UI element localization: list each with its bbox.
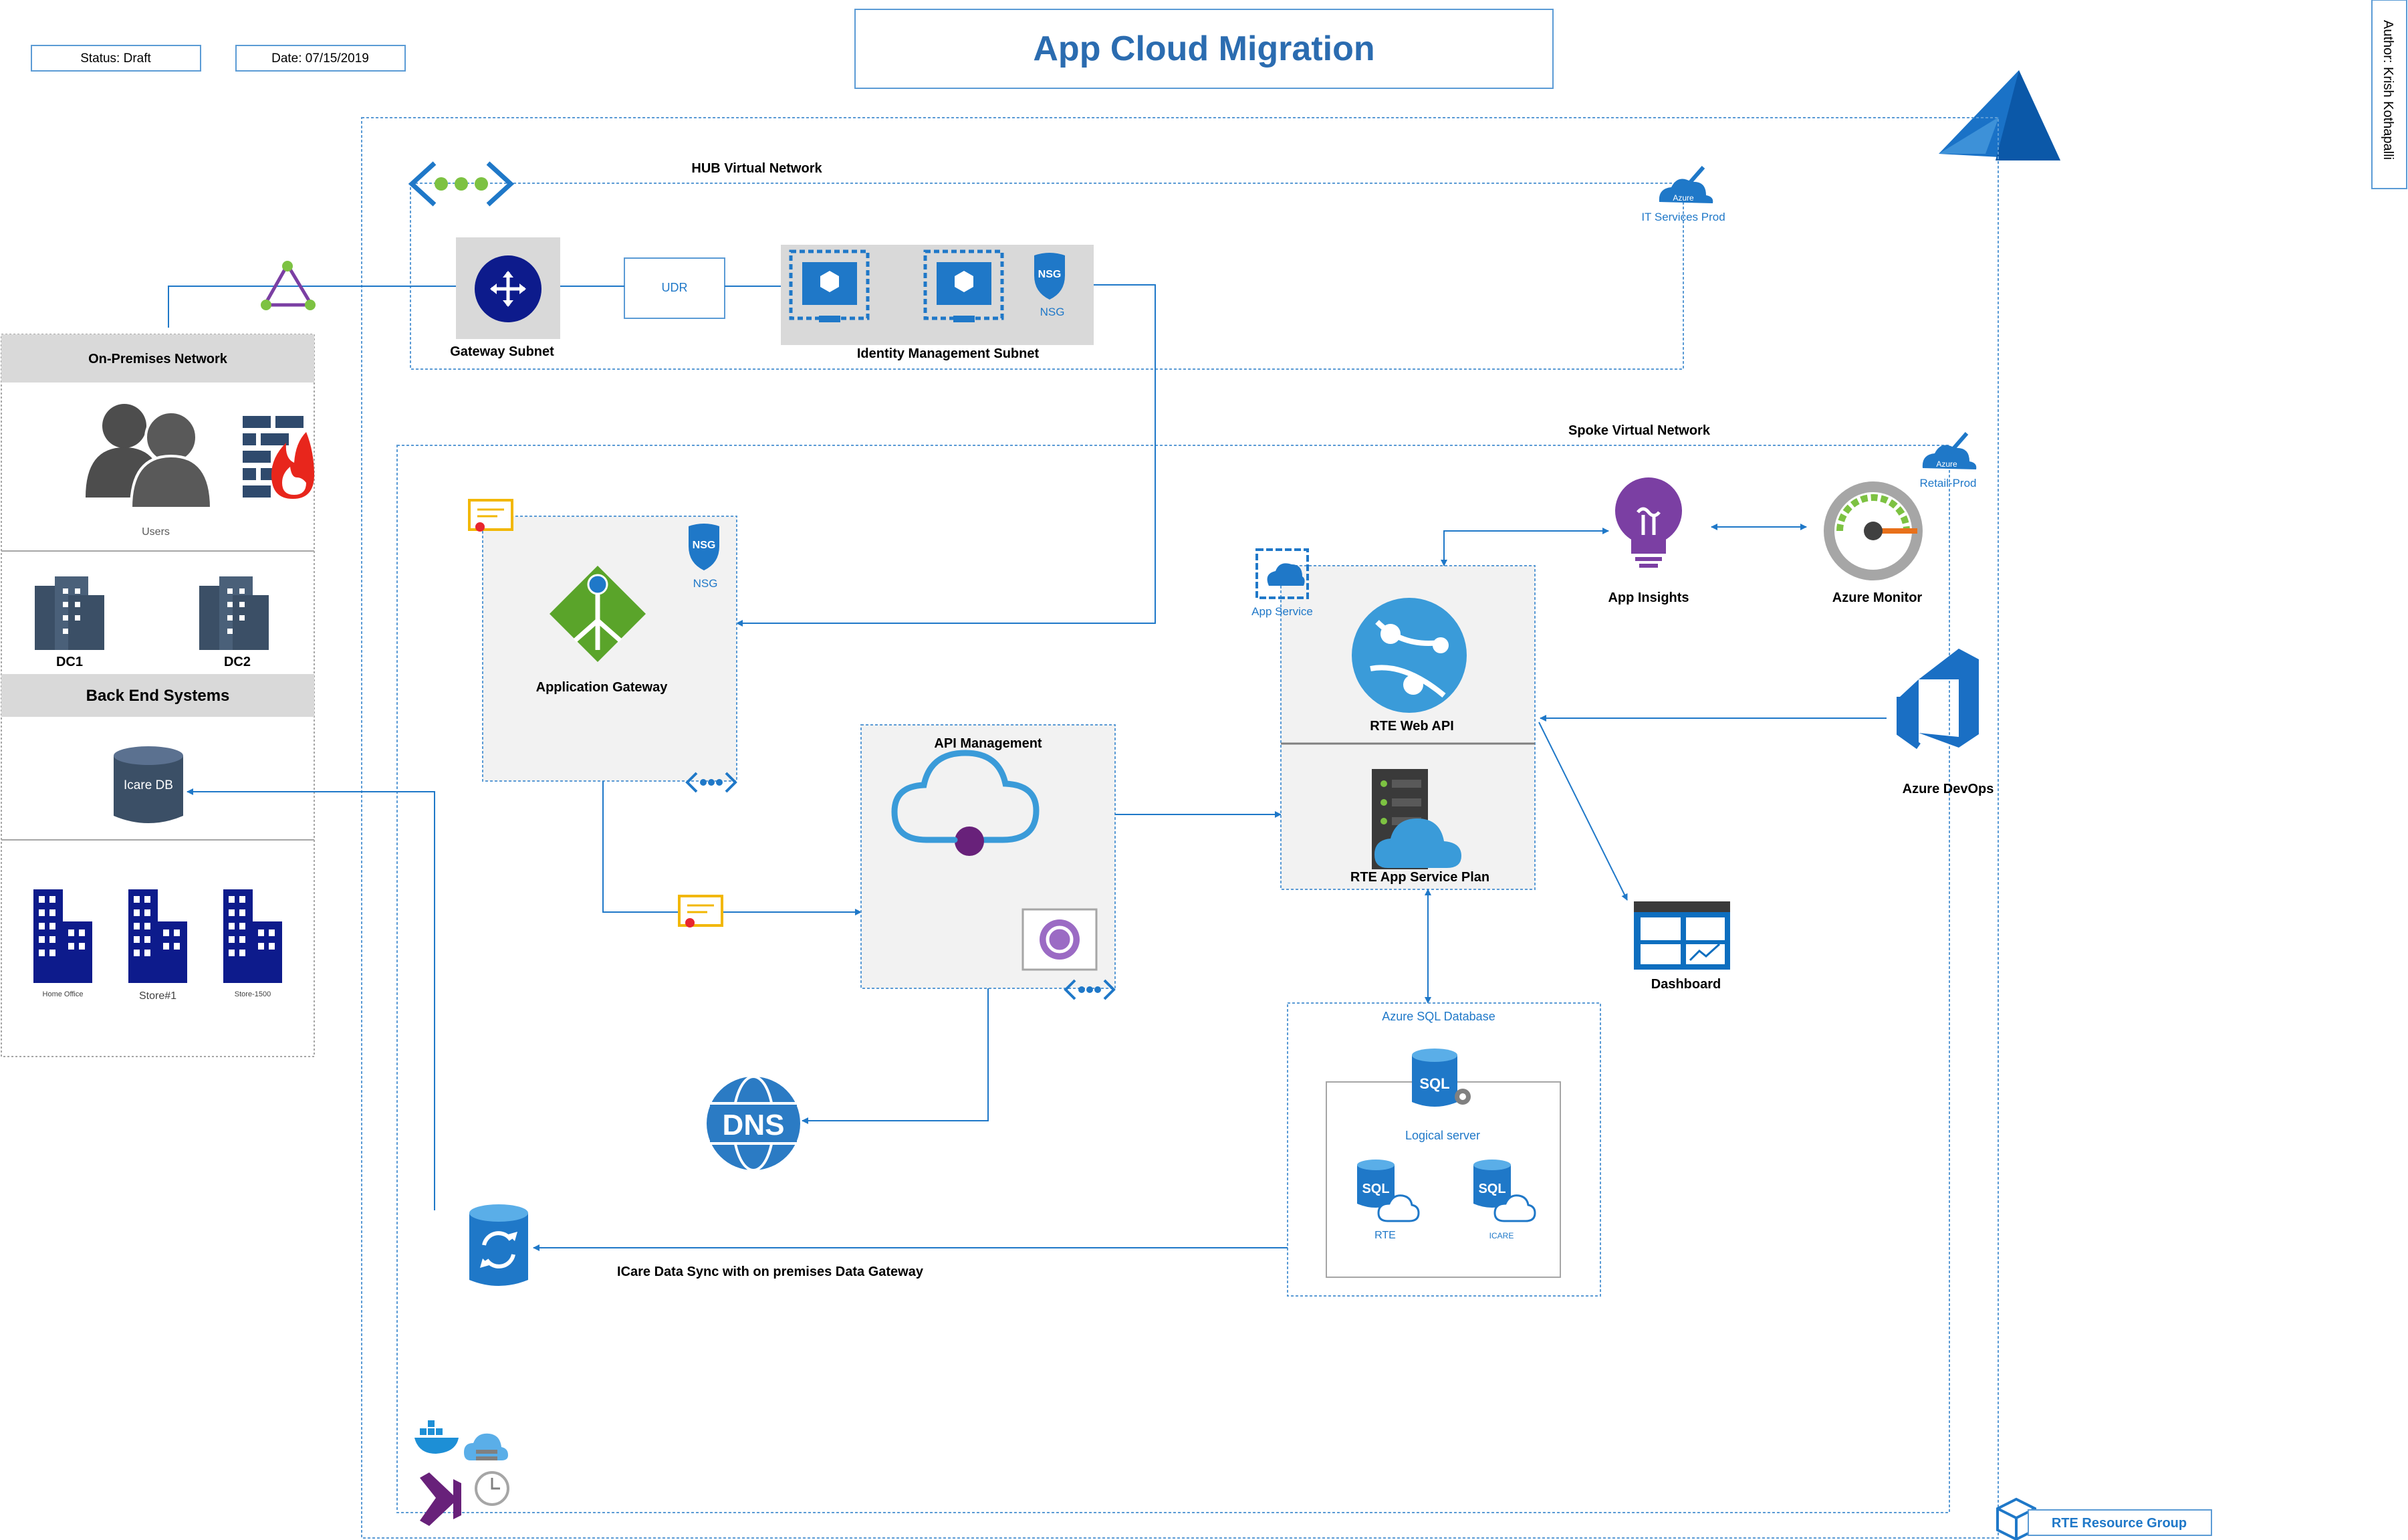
hub-title: HUB Virtual Network <box>691 161 822 176</box>
data-sync-icon <box>469 1204 528 1286</box>
icare-db-label: Icare DB <box>124 778 173 792</box>
sql-database-icon: SQL <box>1473 1160 1536 1222</box>
hub-nsg-label: NSG <box>1040 306 1065 318</box>
api-portal-icon <box>1021 908 1098 971</box>
resource-group-label: RTE Resource Group <box>2052 1516 2187 1531</box>
app-service-label: App Service <box>1251 605 1313 618</box>
azure-monitor-label: Azure Monitor <box>1832 590 1923 605</box>
sql-database-icon: SQL <box>1357 1160 1420 1222</box>
city-building-icon <box>223 889 282 983</box>
title-box: App Cloud Migration <box>854 9 1554 89</box>
building-icon <box>199 576 269 650</box>
users-icon <box>86 404 213 510</box>
hub-subscription-label: IT Services Prod <box>1641 211 1725 223</box>
home-office-label: Home Office <box>43 990 84 998</box>
database-icon: Icare DB <box>114 746 183 823</box>
back-end-title: Back End Systems <box>86 687 230 705</box>
certificate-icon <box>678 895 723 927</box>
resource-group-icon <box>1996 1497 2036 1540</box>
app-gateway-icon <box>550 566 646 662</box>
spoke-subscription-label: Retail-Prod <box>1919 477 1976 489</box>
docker-icon <box>414 1420 459 1454</box>
date-text: Date: 07/15/2019 <box>271 51 369 66</box>
vnet-small-icon <box>685 772 737 793</box>
dc1-label: DC1 <box>56 655 83 669</box>
on-prem-title: On-Premises Network <box>88 352 228 366</box>
spoke-subscription-badge: Azure <box>1936 459 1957 469</box>
spoke-subscription-icon: Azure <box>1922 432 1977 469</box>
certificate-icon <box>468 499 513 532</box>
app-insights-icon <box>1615 477 1682 568</box>
city-building-icon <box>33 889 92 983</box>
udr-box <box>624 257 725 319</box>
app-gateway-label: Application Gateway <box>536 680 669 695</box>
date-box: Date: 07/15/2019 <box>235 45 406 72</box>
spoke-boundary <box>396 445 1950 1513</box>
page-title: App Cloud Migration <box>1033 29 1374 68</box>
rte-db-label: RTE <box>1374 1230 1396 1241</box>
vpn-connection-icon <box>261 261 316 310</box>
router-icon <box>475 255 541 322</box>
status-text: Status: Draft <box>80 51 151 66</box>
udr-label: UDR <box>662 281 688 294</box>
web-api-icon <box>1352 598 1467 713</box>
spoke-nsg-label: NSG <box>693 577 718 590</box>
hub-subscription-icon: Azure <box>1659 166 1713 203</box>
app-insights-label: App Insights <box>1608 590 1689 605</box>
api-management-icon <box>891 750 1040 856</box>
identity-subnet-label: Identity Management Subnet <box>857 346 1040 361</box>
container-registry-icon <box>464 1433 508 1460</box>
spoke-title: Spoke Virtual Network <box>1568 423 1711 438</box>
status-box: Status: Draft <box>31 45 201 72</box>
virtual-machine-icon <box>923 249 1004 322</box>
dns-label: DNS <box>723 1109 785 1141</box>
users-label: Users <box>142 526 170 538</box>
author-text: Author: Krish Kothapalli <box>2381 20 2395 160</box>
icare-db-label: ICARE <box>1489 1231 1514 1240</box>
sql-database-icon: SQL <box>1412 1049 1471 1107</box>
vnet-icon <box>408 161 515 207</box>
store1500-label: Store-1500 <box>235 990 271 998</box>
vnet-small-icon <box>1064 979 1116 1000</box>
nsg-shield-icon: NSG <box>689 524 719 570</box>
rte-web-api-label: RTE Web API <box>1370 719 1454 734</box>
building-icon <box>35 576 104 650</box>
spoke-nsg-badge: NSG <box>693 540 716 551</box>
app-service-plan-icon <box>1372 769 1461 869</box>
hub-nsg-badge: NSG <box>1038 269 1062 280</box>
logical-server-label: Logical server <box>1405 1129 1480 1142</box>
dashboard-icon <box>1634 901 1730 970</box>
dc2-label: DC2 <box>224 655 251 669</box>
rte-sql-badge: SQL <box>1362 1182 1389 1196</box>
sql-database-label: Azure SQL Database <box>1382 1010 1495 1023</box>
azure-logo-icon <box>1939 70 2060 160</box>
virtual-machine-icon <box>789 249 870 322</box>
connector-identity-to-appgw <box>736 284 1156 627</box>
hub-boundary <box>410 183 1684 370</box>
visual-studio-icon <box>420 1472 461 1526</box>
dns-icon: DNS <box>707 1075 800 1172</box>
app-service-icon <box>1255 548 1309 599</box>
nsg-shield-icon: NSG <box>1034 253 1065 300</box>
gateway-subnet-label: Gateway Subnet <box>450 344 554 359</box>
author-box: Author: Krish Kothapalli <box>2371 0 2407 189</box>
data-sync-label: ICare Data Sync with on premises Data Ga… <box>617 1264 924 1279</box>
rte-app-service-plan-label: RTE App Service Plan <box>1350 870 1489 885</box>
store1-label: Store#1 <box>139 990 176 1002</box>
hub-subscription-badge: Azure <box>1673 193 1694 203</box>
azure-devops-label: Azure DevOps <box>1903 782 1994 796</box>
outer-boundary <box>361 117 1999 1539</box>
azure-devops-icon <box>1897 649 1979 750</box>
firewall-icon <box>243 416 314 499</box>
dashboard-label: Dashboard <box>1651 977 1721 992</box>
api-management-label: API Management <box>934 736 1042 751</box>
azure-monitor-icon <box>1824 481 1923 580</box>
city-building-icon <box>128 889 187 983</box>
resource-group-box <box>2028 1509 2212 1536</box>
sql-server-badge: SQL <box>1419 1075 1449 1092</box>
clock-icon <box>475 1471 509 1506</box>
icare-sql-badge: SQL <box>1478 1182 1506 1196</box>
